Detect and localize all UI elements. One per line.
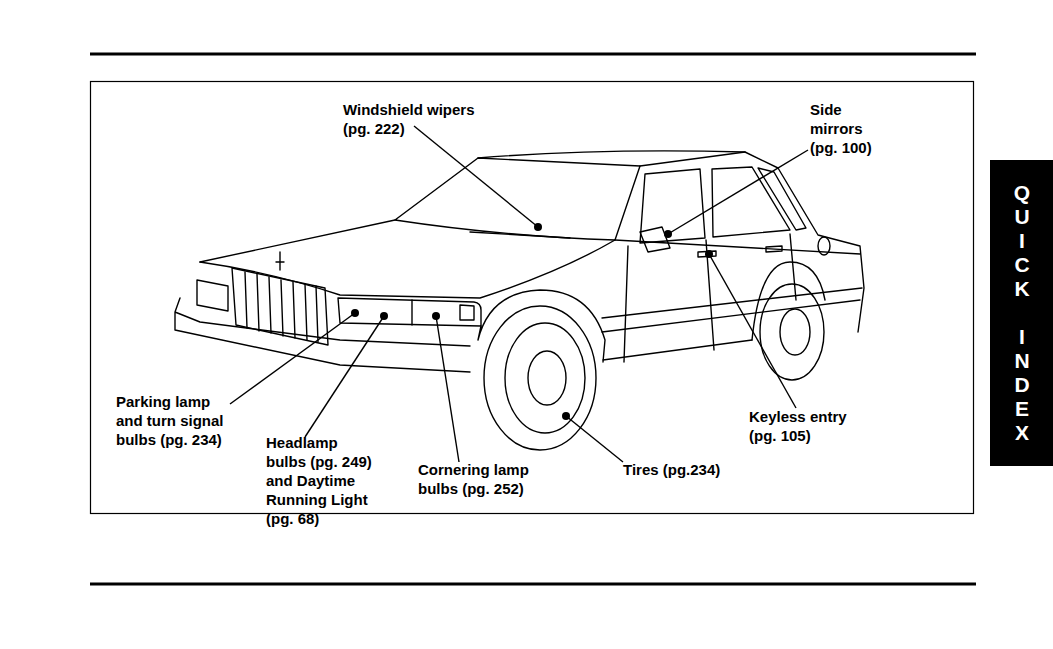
leader-dot [351,309,359,317]
lamp-divider [411,300,412,325]
bottom-rule [90,583,976,586]
leader-line [414,126,538,227]
wheel-arch [478,290,605,362]
roof [478,151,778,168]
index-tab: QUICK INDEX [990,160,1053,466]
leader-line [709,254,796,408]
leader-line [305,316,384,437]
windshield [395,158,640,240]
callout-label: Tires (pg.234) [623,460,720,479]
leader-lines [230,126,808,462]
front-hub [528,351,566,405]
far-headlamp [197,280,228,311]
side-molding [602,300,860,332]
bumper [175,298,470,372]
leader-dot [432,312,440,320]
door-line [790,234,796,300]
fuel-door [818,237,830,255]
callout-label: Headlamp bulbs (pg. 249) and Daytime Run… [266,433,378,528]
leader-line [566,416,623,462]
door-handle [698,251,716,257]
rear-hub [780,309,810,355]
side-marker [460,305,474,320]
callout-label: Side mirrors (pg. 100) [810,100,885,157]
leader-line [668,150,808,234]
side-mirror [640,227,670,252]
callout-label: Parking lamp and turn signal bulbs (pg. … [116,392,234,449]
wiper [470,232,570,238]
front-tire [484,306,596,450]
grille-bars [245,272,318,342]
hood-front [200,240,615,298]
leader-dot [380,312,388,320]
rear-tire [760,284,824,380]
roof-edge [640,152,745,166]
leader-dot [562,412,570,420]
lamp-housing [338,298,481,326]
leader-dots [351,223,713,420]
front-wheel [505,323,585,433]
callout-label: Cornering lamp bulbs (pg. 252) [418,460,546,498]
tab-text: QUICK INDEX [1010,181,1034,445]
leader-line [436,316,459,462]
leader-dot [534,223,542,231]
frame [91,82,974,514]
leader-dot [664,230,672,238]
car-drawing [175,151,864,450]
callout-label: Keyless entry (pg. 105) [749,407,861,445]
callout-label: Windshield wipers (pg. 222) [343,100,493,138]
rear-arch [752,262,825,340]
quarter-window [758,168,806,230]
hood-edge [200,220,395,262]
door-handle [766,246,782,252]
rear-pillar [778,168,864,332]
grille [232,268,328,345]
top-rule [90,53,976,56]
door-line [624,246,628,362]
leader-dot [705,250,713,258]
hood-ornament [276,252,284,270]
